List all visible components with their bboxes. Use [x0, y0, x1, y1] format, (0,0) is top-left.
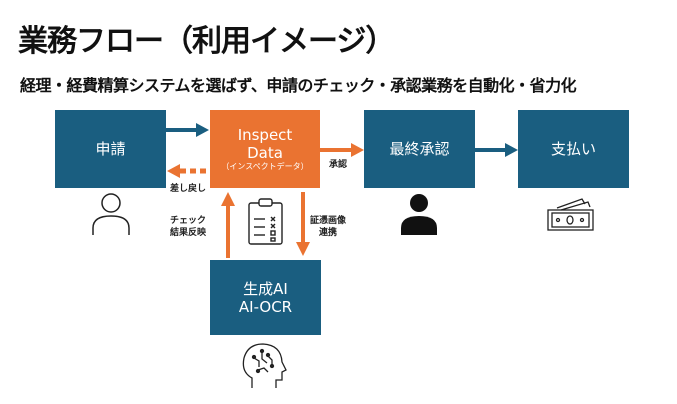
arrow-approve	[320, 143, 364, 157]
node-ai-line2: AI-OCR	[238, 297, 293, 316]
arrow-image-link	[296, 192, 310, 256]
edge-label-check-result: チェック 結果反映	[170, 215, 206, 239]
node-apply[interactable]: 申請	[55, 110, 166, 188]
node-inspect-data[interactable]: Inspect Data （インスペクトデータ）	[210, 110, 320, 188]
clipboard-checklist-icon	[248, 198, 283, 245]
edge-label-check-result-line1: チェック	[170, 216, 207, 226]
page-subtitle: 経理・経費精算システムを選ばず、申請のチェック・承認業務を自動化・省力化	[20, 76, 577, 95]
arrow-check-result	[221, 192, 235, 258]
arrow-final-to-payment	[475, 143, 518, 157]
edge-label-image-link-line1: 証憑画像	[310, 216, 347, 226]
page-title: 業務フロー（利用イメージ）	[18, 24, 395, 59]
edge-label-approve: 承認	[329, 160, 348, 170]
node-apply-label: 申請	[95, 140, 126, 158]
person-filled-icon	[401, 194, 437, 235]
node-inspect-sub: （インスペクトデータ）	[221, 162, 309, 171]
money-icon	[547, 198, 594, 231]
node-final-approval[interactable]: 最終承認	[364, 110, 475, 188]
node-payment[interactable]: 支払い	[518, 110, 629, 188]
node-ai-line1: 生成AI	[243, 279, 288, 298]
edge-label-return: 差し戻し	[170, 184, 207, 194]
node-ai[interactable]: 生成AI AI-OCR	[210, 260, 321, 335]
node-inspect-line1: Inspect	[237, 126, 293, 144]
edge-label-image-link: 証憑画像 連携	[310, 215, 346, 239]
edge-label-image-link-line2: 連携	[319, 228, 338, 238]
node-inspect-line2: Data	[247, 144, 283, 162]
edge-label-check-result-line2: 結果反映	[170, 228, 207, 238]
node-payment-label: 支払い	[550, 140, 596, 158]
person-outline-icon	[92, 193, 130, 235]
arrow-apply-to-inspect	[166, 123, 209, 137]
ai-head-icon	[242, 343, 287, 388]
node-final-approval-label: 最終承認	[389, 140, 450, 158]
arrow-return	[167, 164, 206, 178]
